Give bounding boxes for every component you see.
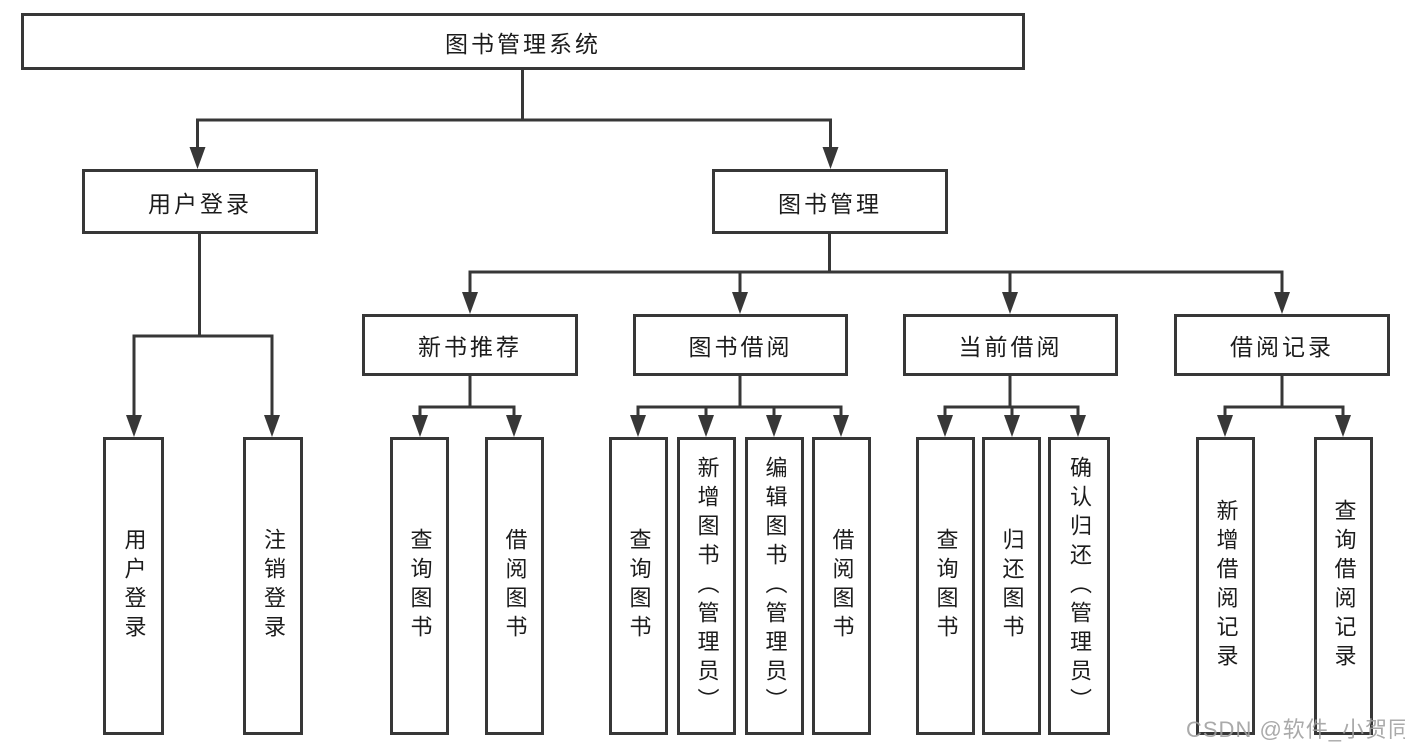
leaf-borrow-books-recommend-label: 借阅图书 <box>502 528 528 644</box>
node-book-borrow: 图书借阅 <box>633 314 848 376</box>
csdn-watermark: CSDN @软件_小贺同学 <box>1186 717 1405 742</box>
leaf-add-borrow-record: 新增借阅记录 <box>1196 437 1255 735</box>
leaf-confirm-return-admin-label: 确认归还（管理员） <box>1067 455 1092 717</box>
leaf-query-books-current: 查询图书 <box>916 437 975 735</box>
node-book-management-label: 图书管理 <box>778 190 882 217</box>
node-new-book-recommend: 新书推荐 <box>362 314 578 376</box>
node-book-borrow-label: 图书借阅 <box>688 334 793 360</box>
leaf-query-books-current-label: 查询图书 <box>933 528 959 644</box>
leaf-query-books-borrow: 查询图书 <box>609 437 668 735</box>
arrowheads <box>126 147 1351 437</box>
node-current-borrow: 当前借阅 <box>903 314 1118 376</box>
node-user-login: 用户登录 <box>82 169 318 234</box>
node-book-management: 图书管理 <box>712 169 948 234</box>
leaf-logout: 注销登录 <box>243 437 303 735</box>
leaf-confirm-return-admin: 确认归还（管理员） <box>1048 437 1110 735</box>
leaf-edit-book-admin-label: 编辑图书（管理员） <box>762 455 788 717</box>
node-user-login-label: 用户登录 <box>148 190 252 217</box>
node-root-label: 图书管理系统 <box>445 30 601 57</box>
leaf-borrow-books-label: 借阅图书 <box>829 528 855 644</box>
leaf-add-borrow-record-label: 新增借阅记录 <box>1213 499 1239 673</box>
leaf-user-login: 用户登录 <box>103 437 164 735</box>
leaf-borrow-books: 借阅图书 <box>812 437 871 735</box>
node-root: 图书管理系统 <box>21 13 1025 70</box>
node-borrow-records-label: 借阅记录 <box>1230 334 1334 360</box>
leaf-return-book-label: 归还图书 <box>999 528 1025 644</box>
leaf-user-login-label: 用户登录 <box>121 528 147 644</box>
leaf-add-book-admin-label: 新增图书（管理员） <box>694 455 720 717</box>
node-borrow-records: 借阅记录 <box>1174 314 1390 376</box>
node-current-borrow-label: 当前借阅 <box>958 334 1063 360</box>
leaf-logout-label: 注销登录 <box>261 528 286 644</box>
node-new-book-recommend-label: 新书推荐 <box>418 334 522 360</box>
leaf-edit-book-admin: 编辑图书（管理员） <box>745 437 804 735</box>
leaf-query-borrow-record-label: 查询借阅记录 <box>1331 499 1357 673</box>
leaf-query-books-recommend: 查询图书 <box>390 437 449 735</box>
leaf-add-book-admin: 新增图书（管理员） <box>677 437 736 735</box>
leaf-query-books-recommend-label: 查询图书 <box>407 528 433 644</box>
leaf-borrow-books-recommend: 借阅图书 <box>485 437 544 735</box>
leaf-return-book: 归还图书 <box>982 437 1041 735</box>
leaf-query-books-borrow-label: 查询图书 <box>626 528 652 644</box>
leaf-query-borrow-record: 查询借阅记录 <box>1314 437 1373 735</box>
